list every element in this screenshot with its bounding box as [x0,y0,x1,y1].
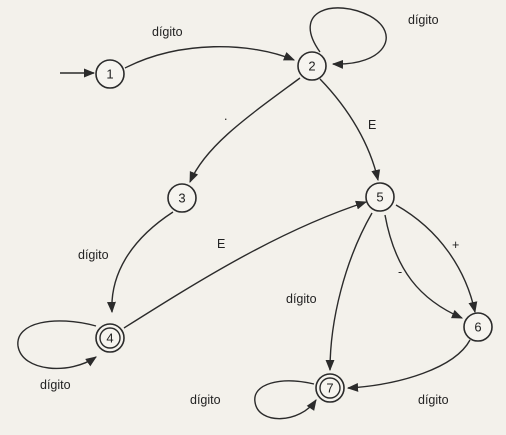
state-5-circle [365,182,395,212]
state-5: 5 [365,182,395,212]
state-2: 2 [297,51,327,81]
state-1-circle [95,59,125,89]
state-1-label: 1 [106,67,113,82]
edge-label-5-7: dígito [286,292,317,306]
state-2-circle [297,51,327,81]
edge-label-6-7: dígito [418,393,449,407]
state-4: 4 [95,323,125,353]
edge-6-7 [346,339,471,392]
state-2-label: 2 [308,59,315,74]
state-3-label: 3 [178,191,185,206]
edge-5-7 [325,212,373,372]
edge-3-4 [106,211,174,314]
state-6-circle [463,312,493,342]
state-7: 7 [315,373,345,403]
edges: dígito dígito . E dígito dígito E + [17,7,478,420]
nodes: 1 2 3 4 5 6 [95,51,493,403]
edge-label-5-6-minus: - [398,265,402,279]
edge-2-5 [319,78,381,182]
edge-label-4-5: E [217,237,225,251]
state-5-label: 5 [376,190,383,205]
edge-label-2-5: E [368,118,376,132]
edge-4-5 [123,200,368,329]
state-7-final-ring [319,377,341,399]
edge-label-2-2: dígito [408,13,439,27]
edge-4-4 [17,320,97,370]
edge-label-7-7: dígito [190,393,221,407]
edge-5-6-minus [384,214,464,319]
edge-2-3 [189,77,301,184]
edge-2-2 [309,7,387,69]
edge-label-1-2: dígito [152,25,183,39]
state-6: 6 [463,312,493,342]
state-3: 3 [167,183,197,213]
edge-7-7 [254,380,317,420]
edge-label-5-6-plus: + [452,238,459,252]
state-4-label: 4 [106,331,113,346]
state-6-label: 6 [474,320,481,335]
edge-label-4-4: dígito [40,378,71,392]
edge-label-3-4: dígito [78,248,109,262]
state-1: 1 [95,59,125,89]
state-4-final-ring [99,327,121,349]
edge-label-2-3: . [224,109,227,123]
state-3-circle [167,183,197,213]
edge-1-2 [124,46,296,69]
edge-5-6-plus [395,204,478,314]
state-7-label: 7 [326,381,333,396]
